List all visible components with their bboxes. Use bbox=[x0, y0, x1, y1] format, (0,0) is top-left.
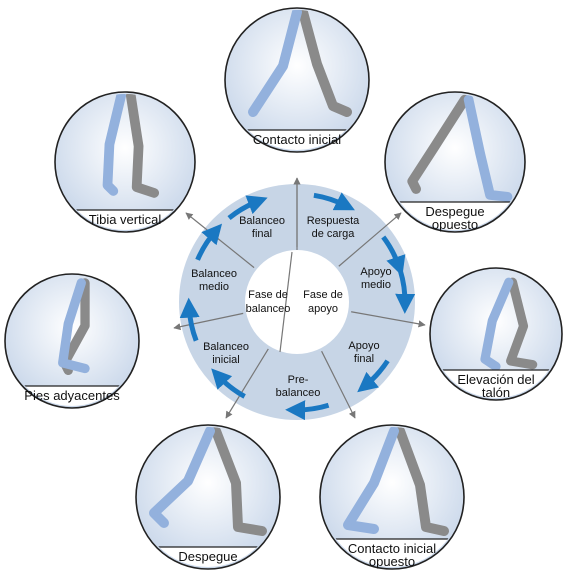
progress-arrow bbox=[179, 297, 200, 342]
leg-illustration bbox=[407, 94, 513, 202]
phase-label-1-line-1: Contacto inicial bbox=[253, 132, 341, 147]
progress-arrow bbox=[227, 195, 268, 221]
spoke-2 bbox=[338, 212, 402, 267]
phase-label-4-line-1: Contacto inicial bbox=[348, 541, 436, 556]
leg-illustration bbox=[149, 427, 267, 536]
center-stance-label-2: apoyo bbox=[308, 303, 338, 315]
divider-line-inner bbox=[279, 251, 293, 353]
segment-label-5-line-2: balanceo bbox=[276, 387, 321, 399]
phase-label-3-line-1: Elevación del bbox=[457, 372, 534, 387]
segment-label-3-line-1: Apoyo bbox=[360, 266, 391, 278]
progress-arrow bbox=[313, 192, 355, 211]
phase-circles: Contacto inicialDespegueopuestoElevación… bbox=[4, 7, 563, 570]
phase-label-5-line-1: Despegue bbox=[178, 549, 237, 564]
segment-label-2-line-2: de carga bbox=[312, 228, 356, 240]
progress-arrow bbox=[357, 359, 390, 393]
spoke-5 bbox=[225, 348, 269, 419]
segment-label-2-line-1: Respuesta bbox=[307, 215, 360, 227]
leg-illustration bbox=[248, 10, 352, 117]
phase-circle-6: Pies adyacentes bbox=[4, 273, 140, 409]
progress-arrow bbox=[211, 368, 246, 399]
leg-illustration bbox=[480, 277, 538, 372]
center-stance-label-1: Fase de bbox=[303, 289, 343, 301]
segment-label-1-line-2: final bbox=[252, 228, 272, 240]
center-swing-label-1: Fase de bbox=[248, 289, 288, 301]
phase-label-7-line-1: Tibia vertical bbox=[89, 212, 162, 227]
spoke-4 bbox=[321, 350, 356, 419]
progress-arrow bbox=[195, 223, 223, 261]
segment-label-1-line-1: Balanceo bbox=[239, 215, 285, 227]
center-swing-label-2: balanceo bbox=[246, 303, 291, 315]
progress-arrow bbox=[285, 400, 330, 421]
phase-label-4-line-2: opuesto bbox=[369, 554, 415, 569]
progress-arrows bbox=[179, 192, 416, 421]
phase-label-2-line-1: Despegue bbox=[425, 204, 484, 219]
segment-label-4-line-1: Apoyo bbox=[348, 340, 379, 352]
segment-label-7-line-2: medio bbox=[199, 281, 229, 293]
segment-label-6-line-2: inicial bbox=[212, 354, 240, 366]
spoke-3 bbox=[351, 311, 426, 328]
leg-illustration bbox=[58, 278, 90, 376]
phase-circle-1: Contacto inicial bbox=[224, 7, 370, 153]
spoke-6 bbox=[173, 312, 244, 331]
segment-label-5-line-1: Pre- bbox=[288, 374, 309, 386]
progress-arrow bbox=[395, 269, 416, 314]
phase-label-3-line-2: talón bbox=[482, 385, 510, 400]
leg-illustration bbox=[343, 427, 449, 536]
segment-label-4-line-2: final bbox=[354, 353, 374, 365]
phase-label-6-line-1: Pies adyacentes bbox=[24, 388, 120, 403]
center-hub bbox=[245, 250, 349, 354]
phase-label-2-line-2: opuesto bbox=[432, 217, 478, 232]
segment-label-6-line-1: Balanceo bbox=[203, 341, 249, 353]
segment-label-3-line-2: medio bbox=[361, 279, 391, 291]
leg-illustration bbox=[102, 94, 160, 198]
phase-circle-7: Tibia vertical bbox=[54, 91, 196, 233]
segment-label-7-line-1: Balanceo bbox=[191, 268, 237, 280]
phase-circle-5: Despegue bbox=[135, 424, 281, 570]
progress-arrow bbox=[381, 235, 406, 277]
